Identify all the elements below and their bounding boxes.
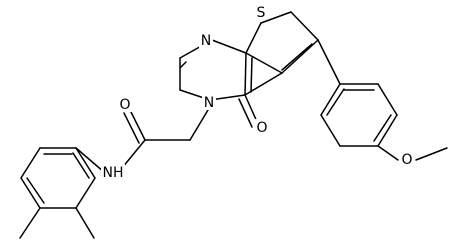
atom-labels: S N N O O NH O <box>101 4 414 181</box>
dimethylphenyl-ring <box>19 147 105 239</box>
sulfur-label: S <box>255 4 267 21</box>
acetamide-linker <box>121 109 209 169</box>
svg-text:O: O <box>119 97 130 113</box>
ring-nitrogen-top-label: N <box>199 32 213 49</box>
svg-text:S: S <box>257 5 266 21</box>
svg-text:O: O <box>256 120 267 136</box>
pyrimidinone-ring <box>179 39 283 101</box>
svg-text:O: O <box>401 152 412 168</box>
methoxyphenyl-ring <box>317 39 448 161</box>
methoxy-oxygen-label: O <box>400 151 414 168</box>
ring-nitrogen-n3-label: N <box>202 94 216 111</box>
svg-text:N: N <box>204 95 214 111</box>
thiophene-ring <box>245 11 319 74</box>
amide-nh-label: NH <box>101 164 125 181</box>
ring-carbonyl-oxygen-label: O <box>255 119 269 136</box>
svg-text:N: N <box>201 33 211 49</box>
svg-text:NH: NH <box>103 165 124 181</box>
amide-carbonyl-oxygen-label: O <box>118 96 132 113</box>
